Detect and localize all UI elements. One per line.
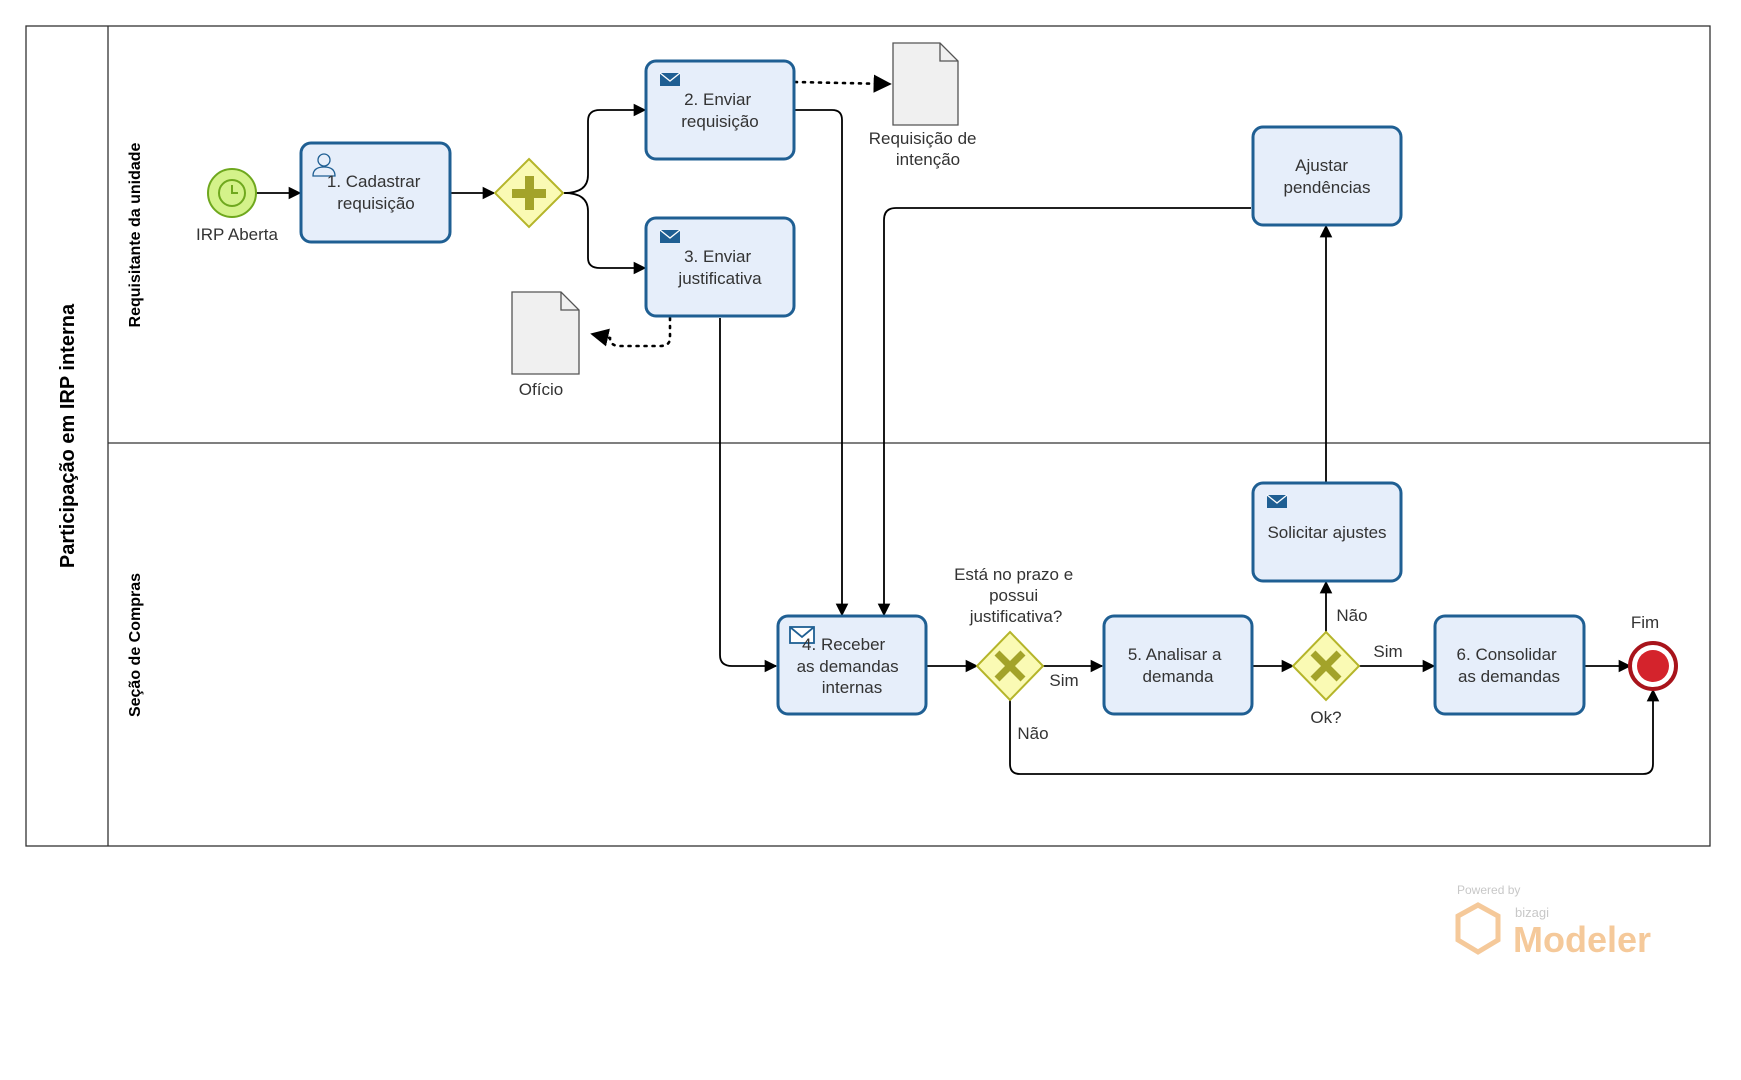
gateway-prazo-yes-label: Sim: [1049, 671, 1078, 690]
task-solicitar-label: Solicitar ajustes: [1267, 523, 1386, 542]
sequence-flows: [256, 103, 1660, 775]
task-enviar-requisicao-label: 2. Enviar requisição: [681, 90, 759, 131]
flow-t3-to-t4: [719, 318, 778, 673]
task-analisar-label: 5. Analisar a demanda: [1128, 645, 1226, 686]
lane-title-compras: Seção de Compras: [127, 573, 144, 717]
bizagi-watermark: Powered by bizagi Modeler: [1455, 883, 1651, 960]
bizagi-logo-icon: [1455, 902, 1501, 955]
end-event-label: Fim: [1631, 613, 1659, 632]
document-requisicao-intencao[interactable]: Requisição de intenção: [869, 42, 981, 169]
gateway-ok-question: Ok?: [1310, 708, 1341, 727]
lane-title-requisitante: Requisitante da unidade: [127, 142, 144, 327]
gateway-prazo-no-label: Não: [1017, 724, 1048, 743]
exclusive-gateway-prazo[interactable]: Está no prazo e possui justificativa? Si…: [954, 565, 1079, 743]
exclusive-gateway-ok[interactable]: Ok? Sim Não: [1291, 606, 1403, 727]
task-cadastrar-label: 1. Cadastrar requisição: [327, 172, 425, 213]
x-icon: [994, 650, 1026, 682]
envelope-icon: [659, 229, 681, 243]
task-receber-label: 4. Receber as demandas internas: [797, 635, 904, 697]
flow-t2-to-t4: [795, 109, 849, 617]
task-solicitar-ajustes[interactable]: Solicitar ajustes: [1251, 481, 1403, 583]
associations: [590, 74, 892, 348]
gateway-ok-no-label: Não: [1336, 606, 1367, 625]
clock-icon: [218, 179, 246, 207]
pool: Participação em IRP interna Requisitante…: [25, 25, 1711, 847]
document-requisicao-label: Requisição de intenção: [869, 129, 981, 169]
gateway-prazo-question: Está no prazo e possui justificativa?: [954, 565, 1078, 626]
watermark-powered: Powered by: [1457, 883, 1520, 897]
task-receber-demandas[interactable]: 4. Receber as demandas internas: [776, 614, 928, 716]
envelope-icon: [1266, 494, 1288, 508]
plus-icon: [512, 176, 546, 210]
flow-par-to-t2: [563, 103, 647, 194]
start-event-label: IRP Aberta: [196, 225, 278, 244]
flow-par-to-t3: [563, 192, 647, 275]
task-ajustar-label: Ajustar pendências: [1284, 156, 1371, 197]
assoc-t3-to-doc-a2: [590, 316, 672, 348]
watermark-product: Modeler: [1513, 919, 1651, 960]
task-enviar-justificativa-label: 3. Enviar justificativa: [677, 247, 762, 288]
end-event[interactable]: Fim: [1628, 613, 1678, 691]
assoc-t2-to-doc-a1: [793, 74, 892, 93]
parallel-gateway[interactable]: [493, 157, 565, 229]
task-enviar-requisicao[interactable]: 2. Enviar requisição: [644, 59, 796, 161]
envelope-outline-icon: [789, 626, 815, 644]
task-consolidar-label: 6. Consolidar as demandas: [1457, 645, 1562, 686]
document-oficio[interactable]: Ofício: [511, 291, 580, 399]
task-analisar-demanda[interactable]: 5. Analisar a demanda: [1102, 614, 1254, 716]
watermark-brand: bizagi: [1515, 905, 1549, 920]
document-oficio-label: Ofício: [519, 380, 563, 399]
pool-title: Participação em IRP interna: [57, 303, 79, 568]
gateway-ok-yes-label: Sim: [1373, 642, 1402, 661]
x-icon: [1310, 650, 1342, 682]
user-icon: [312, 153, 336, 177]
flow-ta-to-t4: [877, 207, 1251, 617]
flow-g1-no-to-end: [1009, 688, 1660, 775]
envelope-icon: [659, 72, 681, 86]
start-event[interactable]: IRP Aberta: [196, 168, 278, 244]
task-ajustar-pendencias[interactable]: Ajustar pendências: [1251, 125, 1403, 227]
task-consolidar-demandas[interactable]: 6. Consolidar as demandas: [1433, 614, 1586, 716]
task-enviar-justificativa[interactable]: 3. Enviar justificativa: [644, 216, 796, 318]
task-cadastrar-requisicao[interactable]: 1. Cadastrar requisição: [299, 141, 452, 244]
